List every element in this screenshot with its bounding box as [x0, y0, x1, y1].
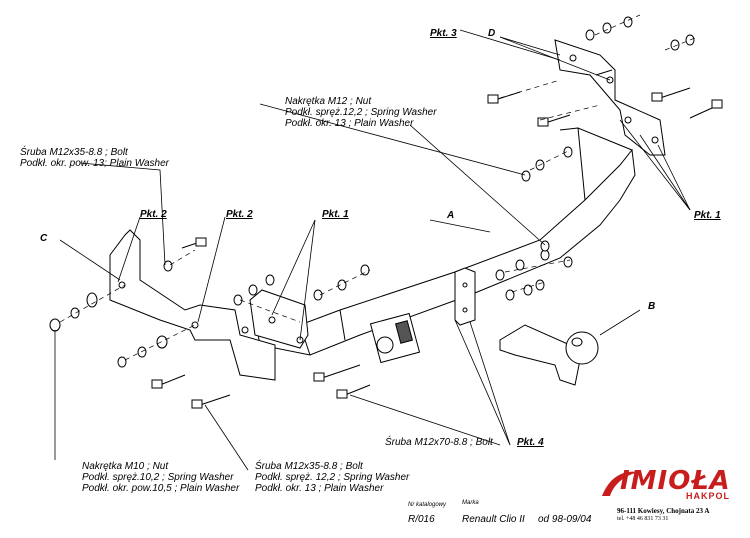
label-nut-m12: Nakrętka M12 ; Nut — [285, 96, 372, 107]
catalog-number-label: Nr katalogowy — [408, 502, 447, 508]
bracket-c — [109, 229, 276, 381]
tow-ball-neck — [499, 324, 581, 386]
label-plain-washer-pow-13: Podkł. okr. pow. 13; Plain Washer — [20, 158, 169, 169]
label-pkt1-right: Pkt. 1 — [694, 210, 721, 221]
label-pkt1-mid: Pkt. 1 — [322, 209, 349, 220]
logo-imiola: IMIOŁA — [620, 466, 731, 496]
label-bolt-m12x35-top: Śruba M12x35-8.8 ; Bolt — [20, 147, 128, 158]
brand-label: Marka — [462, 500, 479, 506]
bracket-d — [554, 39, 666, 156]
vehicle-model: Renault Clio II — [462, 514, 525, 525]
label-bolt-m12x70: Śruba M12x70-8.8 ; Bolt — [385, 437, 493, 448]
label-plain-washer-10-5: Podkł. okr. pow.10,5 ; Plain Washer — [82, 483, 240, 494]
label-pkt4: Pkt. 4 — [517, 437, 544, 448]
logo-swoosh-icon — [602, 471, 638, 496]
catalog-number: R/016 — [408, 514, 435, 525]
label-plain-washer-13-bottom: Podkł. okr. 13 ; Plain Washer — [255, 483, 384, 494]
label-pkt3: Pkt. 3 — [430, 28, 457, 39]
label-d: D — [488, 28, 496, 39]
tow-ball — [565, 331, 599, 365]
label-bolt-m12x35-bottom: Śruba M12x35-8.8 ; Bolt — [255, 461, 363, 472]
label-pkt2-left: Pkt. 2 — [140, 209, 167, 220]
label-nut-m10: Nakrętka M10 ; Nut — [82, 461, 169, 472]
production-years: od 98-09/04 — [538, 514, 592, 525]
label-spring-washer-12-2-bottom: Podkł. spręż. 12,2 ; Spring Washer — [255, 472, 410, 483]
label-spring-washer-10-2: Podkł. spręż.10,2 ; Spring Washer — [82, 472, 234, 483]
center-bracket — [454, 267, 476, 326]
label-c: C — [40, 233, 48, 244]
label-spring-washer-12-2: Podkł. spręż.12,2 ; Spring Washer — [285, 107, 437, 118]
main-crossbar — [254, 148, 636, 356]
label-b: B — [648, 301, 656, 312]
label-a: A — [447, 210, 455, 221]
label-pkt2-right: Pkt. 2 — [226, 209, 253, 220]
company-address: 96-111 Kowiesy, Chojnata 23 A — [617, 507, 710, 515]
company-phone: tel. +48 46 831 73 31 — [617, 516, 669, 522]
bar-end-plate — [249, 289, 309, 349]
label-plain-washer-13: Podkł. okr. 13 ; Plain Washer — [285, 118, 414, 129]
logo-hakpol: HAKPOL — [686, 491, 730, 501]
